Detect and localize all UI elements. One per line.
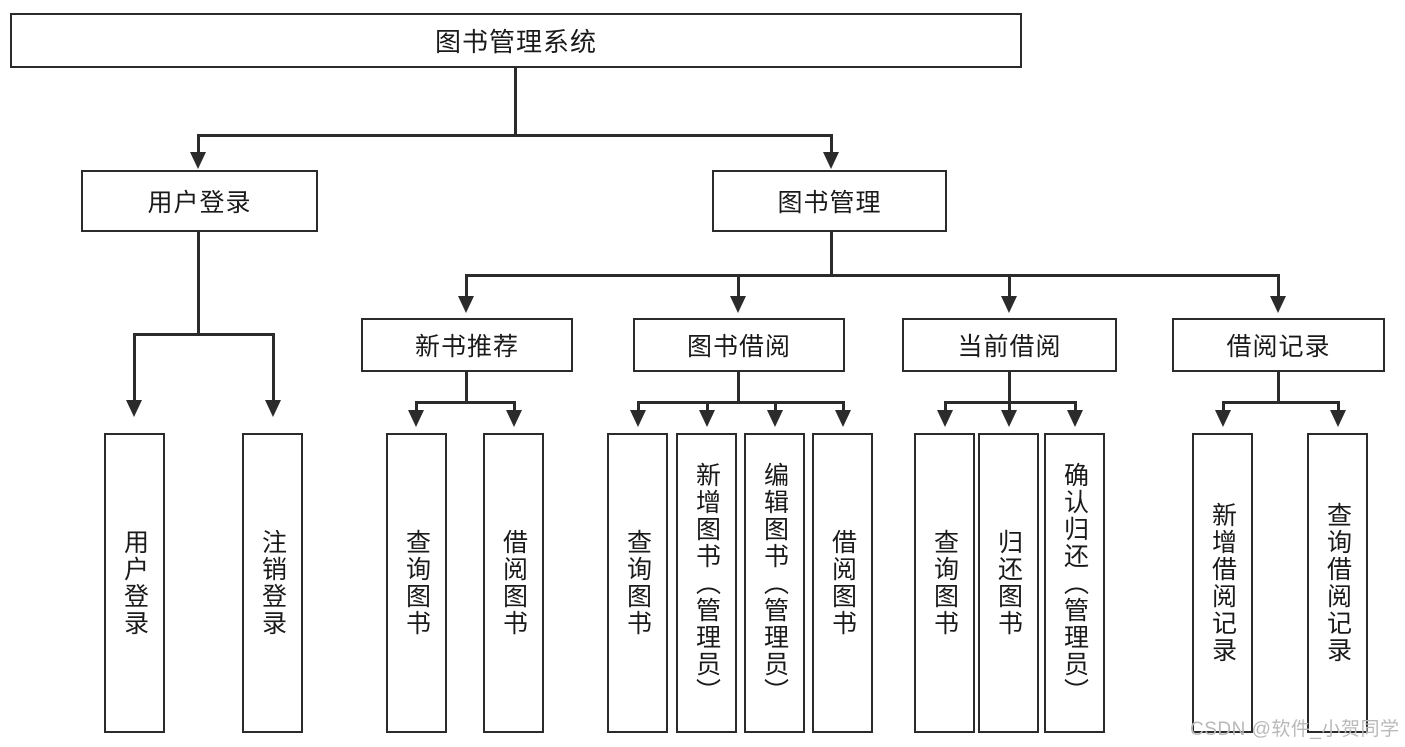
node-label: 确认归还（管理员） — [1060, 461, 1089, 705]
edge-book-borrow-drop-1 — [637, 401, 640, 413]
edge-book-borrow-drop-2 — [706, 401, 709, 413]
node-user-login[interactable]: 用户登录 — [81, 170, 318, 232]
node-label: 归还图书 — [994, 529, 1023, 637]
edge-user-login-trunk — [197, 232, 200, 336]
edge-current-borrow-drop-3 — [1074, 401, 1077, 413]
leaf-current-borrow-query-books[interactable]: 查询图书 — [914, 433, 975, 733]
arrow-book-borrow-leaf-3 — [767, 410, 783, 427]
edge-borrow-record-drop-2 — [1337, 401, 1340, 413]
node-book-management[interactable]: 图书管理 — [712, 170, 947, 232]
arrow-book-borrow-leaf-2 — [699, 410, 715, 427]
arrow-user-login-leaf-2 — [265, 400, 281, 417]
leaf-new-book-borrow-books[interactable]: 借阅图书 — [483, 433, 544, 733]
edge-book-mgmt-drop-1 — [465, 274, 468, 304]
node-label: 借阅图书 — [499, 529, 528, 637]
edge-new-book-trunk — [465, 372, 468, 404]
edge-current-borrow-drop-1 — [944, 401, 947, 413]
node-borrowing-record[interactable]: 借阅记录 — [1172, 318, 1385, 372]
edge-book-mgmt-trunk — [830, 232, 833, 277]
arrow-borrow-record-leaf-2 — [1330, 410, 1346, 427]
edge-borrow-record-drop-1 — [1222, 401, 1225, 413]
node-label: 用户登录 — [147, 189, 252, 217]
node-label: 查询图书 — [402, 529, 431, 637]
node-label: 查询图书 — [623, 529, 652, 637]
edge-new-book-drop-2 — [513, 401, 516, 413]
leaf-current-borrow-confirm-return-admin[interactable]: 确认归还（管理员） — [1044, 433, 1105, 733]
edge-book-mgmt-drop-2 — [737, 274, 740, 304]
node-root-book-management-system[interactable]: 图书管理系统 — [10, 13, 1022, 68]
arrow-current-borrow-leaf-1 — [937, 410, 953, 427]
node-label: 新增图书（管理员） — [692, 461, 721, 705]
node-label: 借阅记录 — [1226, 333, 1331, 361]
leaf-borrow-record-query-record[interactable]: 查询借阅记录 — [1307, 433, 1368, 733]
node-label: 编辑图书（管理员） — [760, 461, 789, 705]
edge-book-borrow-bus — [637, 401, 844, 404]
edge-root-to-book-mgmt — [830, 134, 833, 160]
arrow-new-book-leaf-1 — [408, 410, 424, 427]
leaf-current-borrow-return-books[interactable]: 归还图书 — [978, 433, 1039, 733]
leaf-book-borrow-query-books[interactable]: 查询图书 — [607, 433, 668, 733]
node-label: 当前借阅 — [957, 333, 1062, 361]
edge-book-borrow-drop-4 — [842, 401, 845, 413]
edge-new-book-bus — [415, 401, 516, 404]
arrow-book-mgmt-to-borrow-record — [1270, 296, 1286, 313]
node-label: 用户登录 — [120, 529, 149, 637]
leaf-book-borrow-add-book-admin[interactable]: 新增图书（管理员） — [676, 433, 737, 733]
leaf-new-book-query-books[interactable]: 查询图书 — [386, 433, 447, 733]
node-label: 查询图书 — [930, 529, 959, 637]
arrow-borrow-record-leaf-1 — [1215, 410, 1231, 427]
edge-book-mgmt-drop-4 — [1277, 274, 1280, 304]
edge-book-borrow-trunk — [737, 372, 740, 404]
arrow-current-borrow-leaf-3 — [1067, 410, 1083, 427]
arrow-user-login-leaf-1 — [126, 400, 142, 417]
edge-book-borrow-drop-3 — [774, 401, 777, 413]
edge-user-login-drop-2 — [272, 333, 275, 406]
leaf-user-login-logout[interactable]: 注销登录 — [242, 433, 303, 733]
arrow-current-borrow-leaf-2 — [1001, 410, 1017, 427]
edge-book-mgmt-bus — [465, 274, 1277, 277]
arrow-book-mgmt-to-new-book — [458, 296, 474, 313]
edge-borrow-record-trunk — [1277, 372, 1280, 404]
node-label: 新增借阅记录 — [1208, 502, 1237, 664]
leaf-user-login-login[interactable]: 用户登录 — [104, 433, 165, 733]
edge-root-trunk — [514, 67, 517, 136]
node-label: 查询借阅记录 — [1323, 502, 1352, 664]
arrow-book-borrow-leaf-1 — [630, 410, 646, 427]
arrow-root-to-user-login — [190, 152, 206, 169]
edge-root-to-user-login — [197, 134, 200, 160]
watermark-text: CSDN @软件_小贺同学 — [1190, 719, 1400, 740]
node-label: 注销登录 — [258, 529, 287, 637]
node-label: 图书借阅 — [686, 333, 791, 361]
arrow-root-to-book-mgmt — [823, 152, 839, 169]
edge-current-borrow-trunk — [1008, 372, 1011, 404]
arrow-book-borrow-leaf-4 — [835, 410, 851, 427]
node-current-borrowing[interactable]: 当前借阅 — [902, 318, 1117, 372]
edge-new-book-drop-1 — [415, 401, 418, 413]
node-label: 借阅图书 — [828, 529, 857, 637]
edge-book-mgmt-drop-3 — [1008, 274, 1011, 304]
arrow-book-mgmt-to-current-borrow — [1001, 296, 1017, 313]
edge-root-bus — [197, 134, 833, 137]
edge-current-borrow-drop-2 — [1008, 401, 1011, 413]
arrow-new-book-leaf-2 — [506, 410, 522, 427]
leaf-book-borrow-edit-book-admin[interactable]: 编辑图书（管理员） — [744, 433, 805, 733]
leaf-book-borrow-borrow-books[interactable]: 借阅图书 — [812, 433, 873, 733]
edge-user-login-drop-1 — [133, 333, 136, 406]
edge-user-login-bus — [133, 333, 275, 336]
node-label: 图书管理系统 — [434, 27, 597, 57]
node-label: 图书管理 — [777, 189, 882, 217]
edge-borrow-record-bus — [1222, 401, 1340, 404]
leaf-borrow-record-add-record[interactable]: 新增借阅记录 — [1192, 433, 1253, 733]
node-book-borrowing[interactable]: 图书借阅 — [633, 318, 845, 372]
arrow-book-mgmt-to-book-borrow — [730, 296, 746, 313]
node-new-book-recommendation[interactable]: 新书推荐 — [361, 318, 573, 372]
node-label: 新书推荐 — [414, 333, 519, 361]
